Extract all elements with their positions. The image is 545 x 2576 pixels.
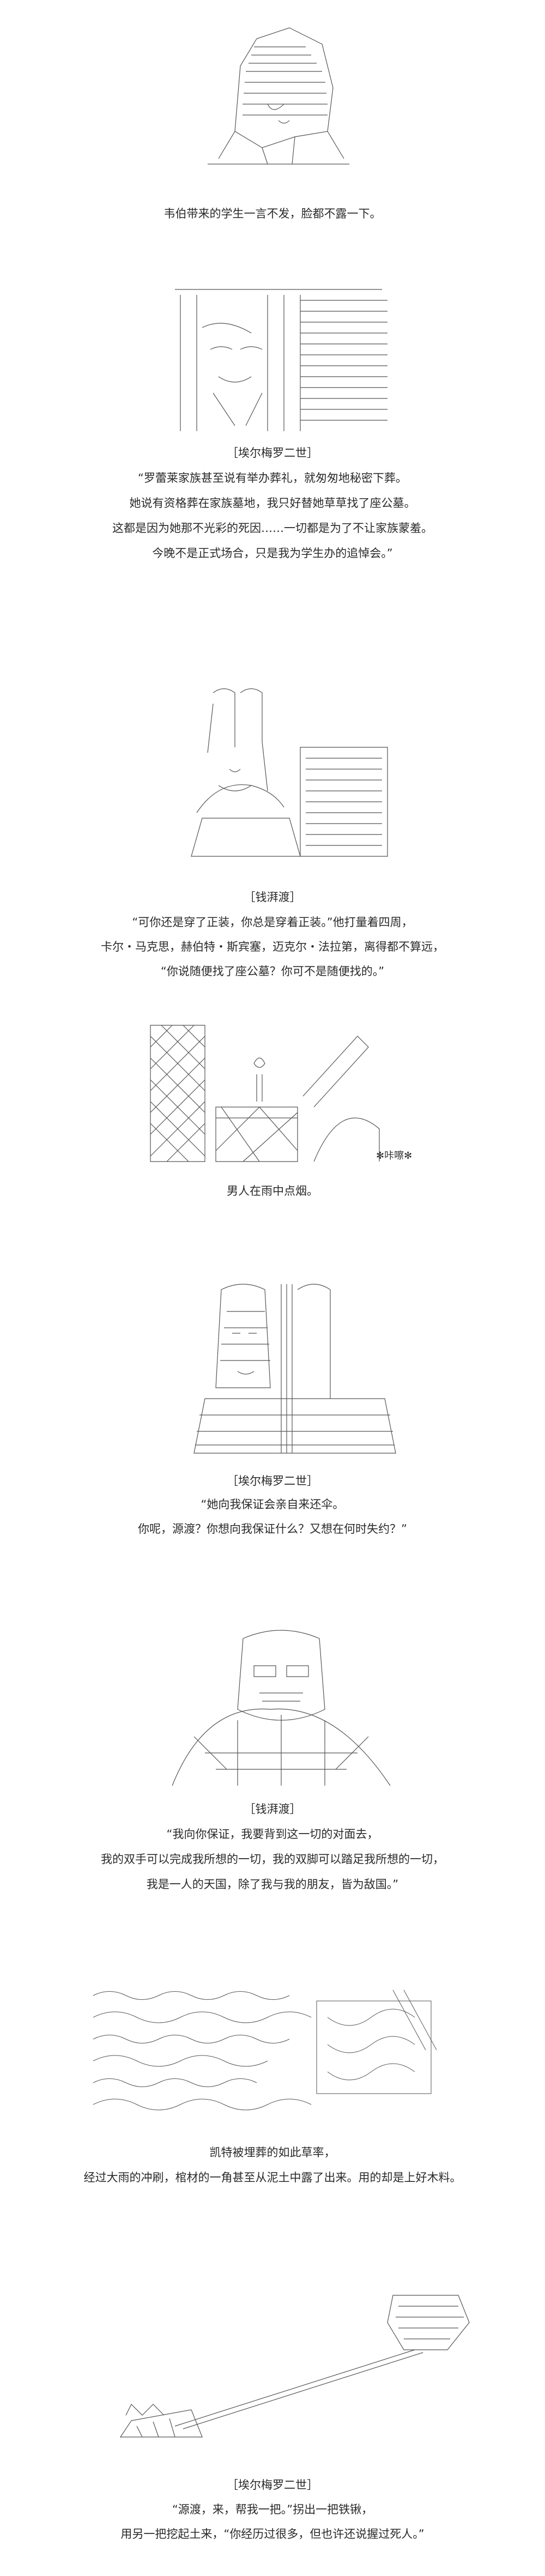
shovel-art: [109, 2278, 502, 2443]
narration-line: 凯特被埋葬的如此草率，: [209, 2146, 336, 2159]
dialogue-line: 我是一人的天国，除了我与我的朋友，皆为敌国。”: [146, 1878, 399, 1891]
dialogue-line: 她说有资格葬在家族墓地，我只好替她草草找了座公墓。: [129, 497, 416, 510]
narration-line: 男人在雨中点烟。: [227, 1184, 318, 1198]
dialogue-line: “可你还是穿了正装，你总是穿着正装。”他打量着四周，: [132, 916, 413, 929]
ground-digging-art: [87, 1984, 437, 2132]
narration-line: 韦伯带来的学生一言不发，脸都不露一下。: [164, 207, 382, 220]
dialogue-line: “源渡，来，帮我一把。”拐出一把铁锹，: [172, 2503, 373, 2516]
hand-raised-art: [180, 681, 393, 862]
speaker-label: ［钱湃渡］: [244, 891, 301, 904]
dialogue-line: “她向我保证会亲自来还伞。: [201, 1498, 344, 1511]
sound-effect: ✻咔嚓✻: [376, 1150, 413, 1162]
speaker-label: ［埃尔梅罗二世］: [227, 2478, 318, 2492]
speaker-label: ［埃尔梅罗二世］: [227, 1474, 318, 1487]
cigarette-lighting-art: [139, 1014, 396, 1173]
masked-man-art: [161, 1627, 402, 1792]
dialogue-line: 用另一把挖起土来，“你经历过很多，但也许还说握过死人。”: [120, 2527, 425, 2541]
speaker-label: ［埃尔梅罗二世］: [227, 446, 318, 459]
speaker-label: ［钱湃渡］: [244, 1803, 301, 1816]
dialogue-line: 你呢，源渡？你想向我保证什么？又想在何时失约？”: [138, 1522, 407, 1535]
dialogue-line: 今晚不是正式场合，只是我为学生办的追悼会。”: [152, 547, 393, 560]
dialogue-line: 卡尔・马克思，赫伯特・斯宾塞，迈克尔・法拉第，离得都不算远，: [101, 940, 444, 953]
hooded-figure-art: [196, 22, 355, 170]
dialogue-line: 这都是因为她那不光彩的死因……一切都是为了不让家族蒙羞。: [112, 522, 433, 535]
dialogue-line: “你说随便找了座公墓？你可不是随便找的。”: [160, 965, 385, 978]
dialogue-line: “我向你保证，我要背到这一切的对面去，: [166, 1828, 379, 1841]
dialogue-line: “罗蕾莱家族甚至说有举办葬礼，就匆匆地秘密下葬。: [138, 471, 407, 485]
narration-line: 经过大雨的冲刷，棺材的一角甚至从泥土中露了出来。用的却是上好木料。: [83, 2171, 462, 2184]
dialogue-line: 我的双手可以完成我所想的一切，我的双脚可以踏足我所想的一切，: [101, 1853, 444, 1866]
long-haired-man-art: [158, 283, 399, 437]
man-with-umbrella-art: [188, 1278, 402, 1459]
